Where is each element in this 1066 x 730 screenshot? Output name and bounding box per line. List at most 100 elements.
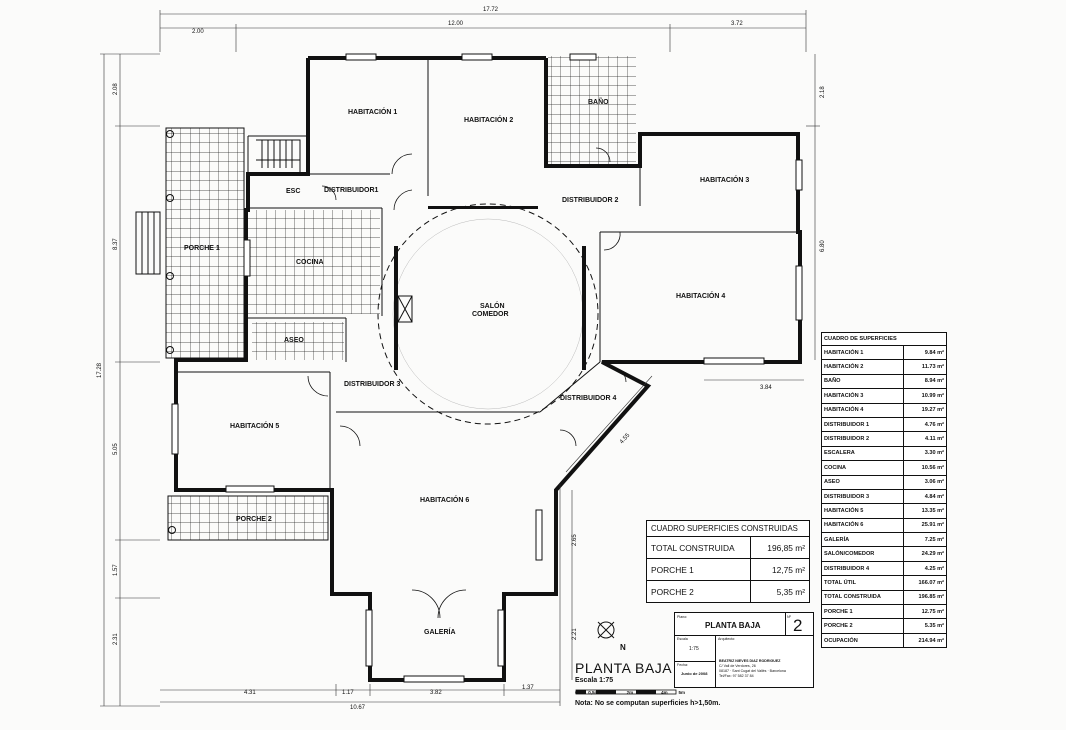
superficies-title: CUADRO DE SUPERFICIES (821, 332, 947, 346)
row-name: HABITACIÓN 3 (821, 388, 904, 404)
row-name: TOTAL CONSTRUIDA (821, 589, 904, 606)
row-value: 13.35 m² (903, 503, 947, 519)
escala-label: Escala (677, 637, 688, 641)
row-name: HABITACIÓN 1 (821, 344, 904, 361)
plan-title: PLANTA BAJA (575, 660, 673, 676)
row-name: HABITACIÓN 5 (821, 503, 904, 519)
row-value: 214.94 m² (903, 632, 947, 649)
dim-v-221: 2.21 (572, 628, 578, 640)
label-distribuidor1: DISTRIBUIDOR1 (324, 187, 379, 194)
row-value: 12.75 m² (903, 604, 947, 620)
row-name: DISTRIBUIDOR 2 (821, 431, 904, 447)
scale-mark: 3m (643, 690, 651, 695)
label-cocina: COCINA (296, 259, 324, 266)
dim-bottom-137: 1.37 (522, 685, 534, 691)
north-arrow-icon (597, 621, 615, 639)
dim-right-1: 2.18 (820, 86, 826, 98)
title-block: PLANTA BAJA Escala 1:75 0 0,5m 1m 2m 3m … (573, 660, 753, 716)
label-galeria: GALERÍA (424, 627, 456, 636)
row-value: 12,75 m² (750, 558, 810, 581)
dim-bottom-382: 3.82 (430, 690, 442, 696)
dim-bottom-431: 4.31 (244, 690, 256, 696)
row-name: PORCHE 2 (646, 580, 751, 603)
row-name: ESCALERA (821, 445, 904, 462)
num-label: Nº (787, 615, 791, 619)
scale-marks: 0 0,5m 1m 2m 3m 4m 5m (575, 690, 685, 695)
row-name: PORCHE 1 (646, 558, 751, 581)
porche2-tiles (167, 495, 329, 541)
row-name: DISTRIBUIDOR 1 (821, 416, 904, 433)
row-value: 10.99 m² (903, 388, 947, 404)
row-value: 11.73 m² (903, 359, 947, 375)
row-name: ASEO (821, 474, 904, 490)
dim-top-left: 2.00 (192, 29, 204, 35)
dim-left-5: 2.31 (113, 633, 119, 645)
dim-bottom-117: 1.17 (342, 690, 354, 696)
dim-top-mid: 12.00 (448, 21, 464, 27)
row-value: 3.06 m² (903, 474, 947, 490)
row-value: 25.91 m² (903, 517, 947, 534)
row-value: 4.11 m² (903, 431, 947, 447)
dim-left-3: 5.05 (113, 443, 119, 455)
row-name: HABITACIÓN 6 (821, 517, 904, 534)
stairs (256, 139, 301, 176)
windows (171, 53, 803, 683)
bottom-dimension-lines (160, 484, 573, 706)
porch-columns (166, 130, 176, 534)
dim-left-total: 17.28 (97, 362, 103, 378)
row-value: 4.76 m² (903, 416, 947, 433)
row-name: BAÑO (821, 373, 904, 390)
row-value: 5.35 m² (903, 618, 947, 634)
label-bano: BAÑO (588, 97, 609, 106)
escala-value: 1:75 (689, 646, 699, 652)
table-header-row: CUADRO DE SUPERFICIES (821, 332, 947, 346)
north-label: N (620, 643, 626, 652)
row-value: 8.94 m² (903, 373, 947, 390)
arquitecto-phone: Tel/Fax: 97 582 37 84 (719, 674, 754, 678)
scale-mark: 2m (626, 690, 634, 695)
row-value: 4.84 m² (903, 488, 947, 505)
aseo-tiles (252, 322, 344, 360)
label-habitacion4: HABITACIÓN 4 (676, 291, 725, 300)
row-value: 7.25 m² (903, 532, 947, 548)
label-esc: ESC (286, 188, 300, 195)
arquitecto-city: 08187 · Sant Cugat del Vallès · Barcelon… (719, 669, 786, 673)
graphic-scale-bar (575, 689, 677, 695)
label-distribuidor2: DISTRIBUIDOR 2 (562, 197, 619, 204)
plano-label: Plano: (677, 615, 688, 619)
diag-dimension-line (565, 375, 653, 473)
row-value: 196,85 m² (750, 536, 810, 559)
dim-bottom-total: 10.67 (350, 705, 366, 711)
arquitecto-name: BEATRIZ NIEVES DIAZ RODRIGUEZ (719, 659, 781, 663)
arquitecto-address: C/ Vall de Verdores, 26 (719, 664, 756, 668)
dim-top-total: 17.72 (483, 7, 499, 13)
porche1-tiles (165, 127, 245, 359)
row-value: 5,35 m² (750, 580, 810, 603)
row-value: 19.27 m² (903, 402, 947, 418)
label-habitacion2: HABITACIÓN 2 (464, 115, 513, 124)
cocina-tiles (248, 210, 380, 314)
right-dimension-lines (806, 54, 820, 360)
row-value: 166.07 m² (903, 575, 947, 591)
plano-value: PLANTA BAJA (705, 621, 761, 630)
salon-columns (394, 206, 586, 370)
row-name: DISTRIBUIDOR 4 (821, 560, 904, 577)
construidas-title: CUADRO SUPERFICIES CONSTRUIDAS (646, 520, 810, 537)
